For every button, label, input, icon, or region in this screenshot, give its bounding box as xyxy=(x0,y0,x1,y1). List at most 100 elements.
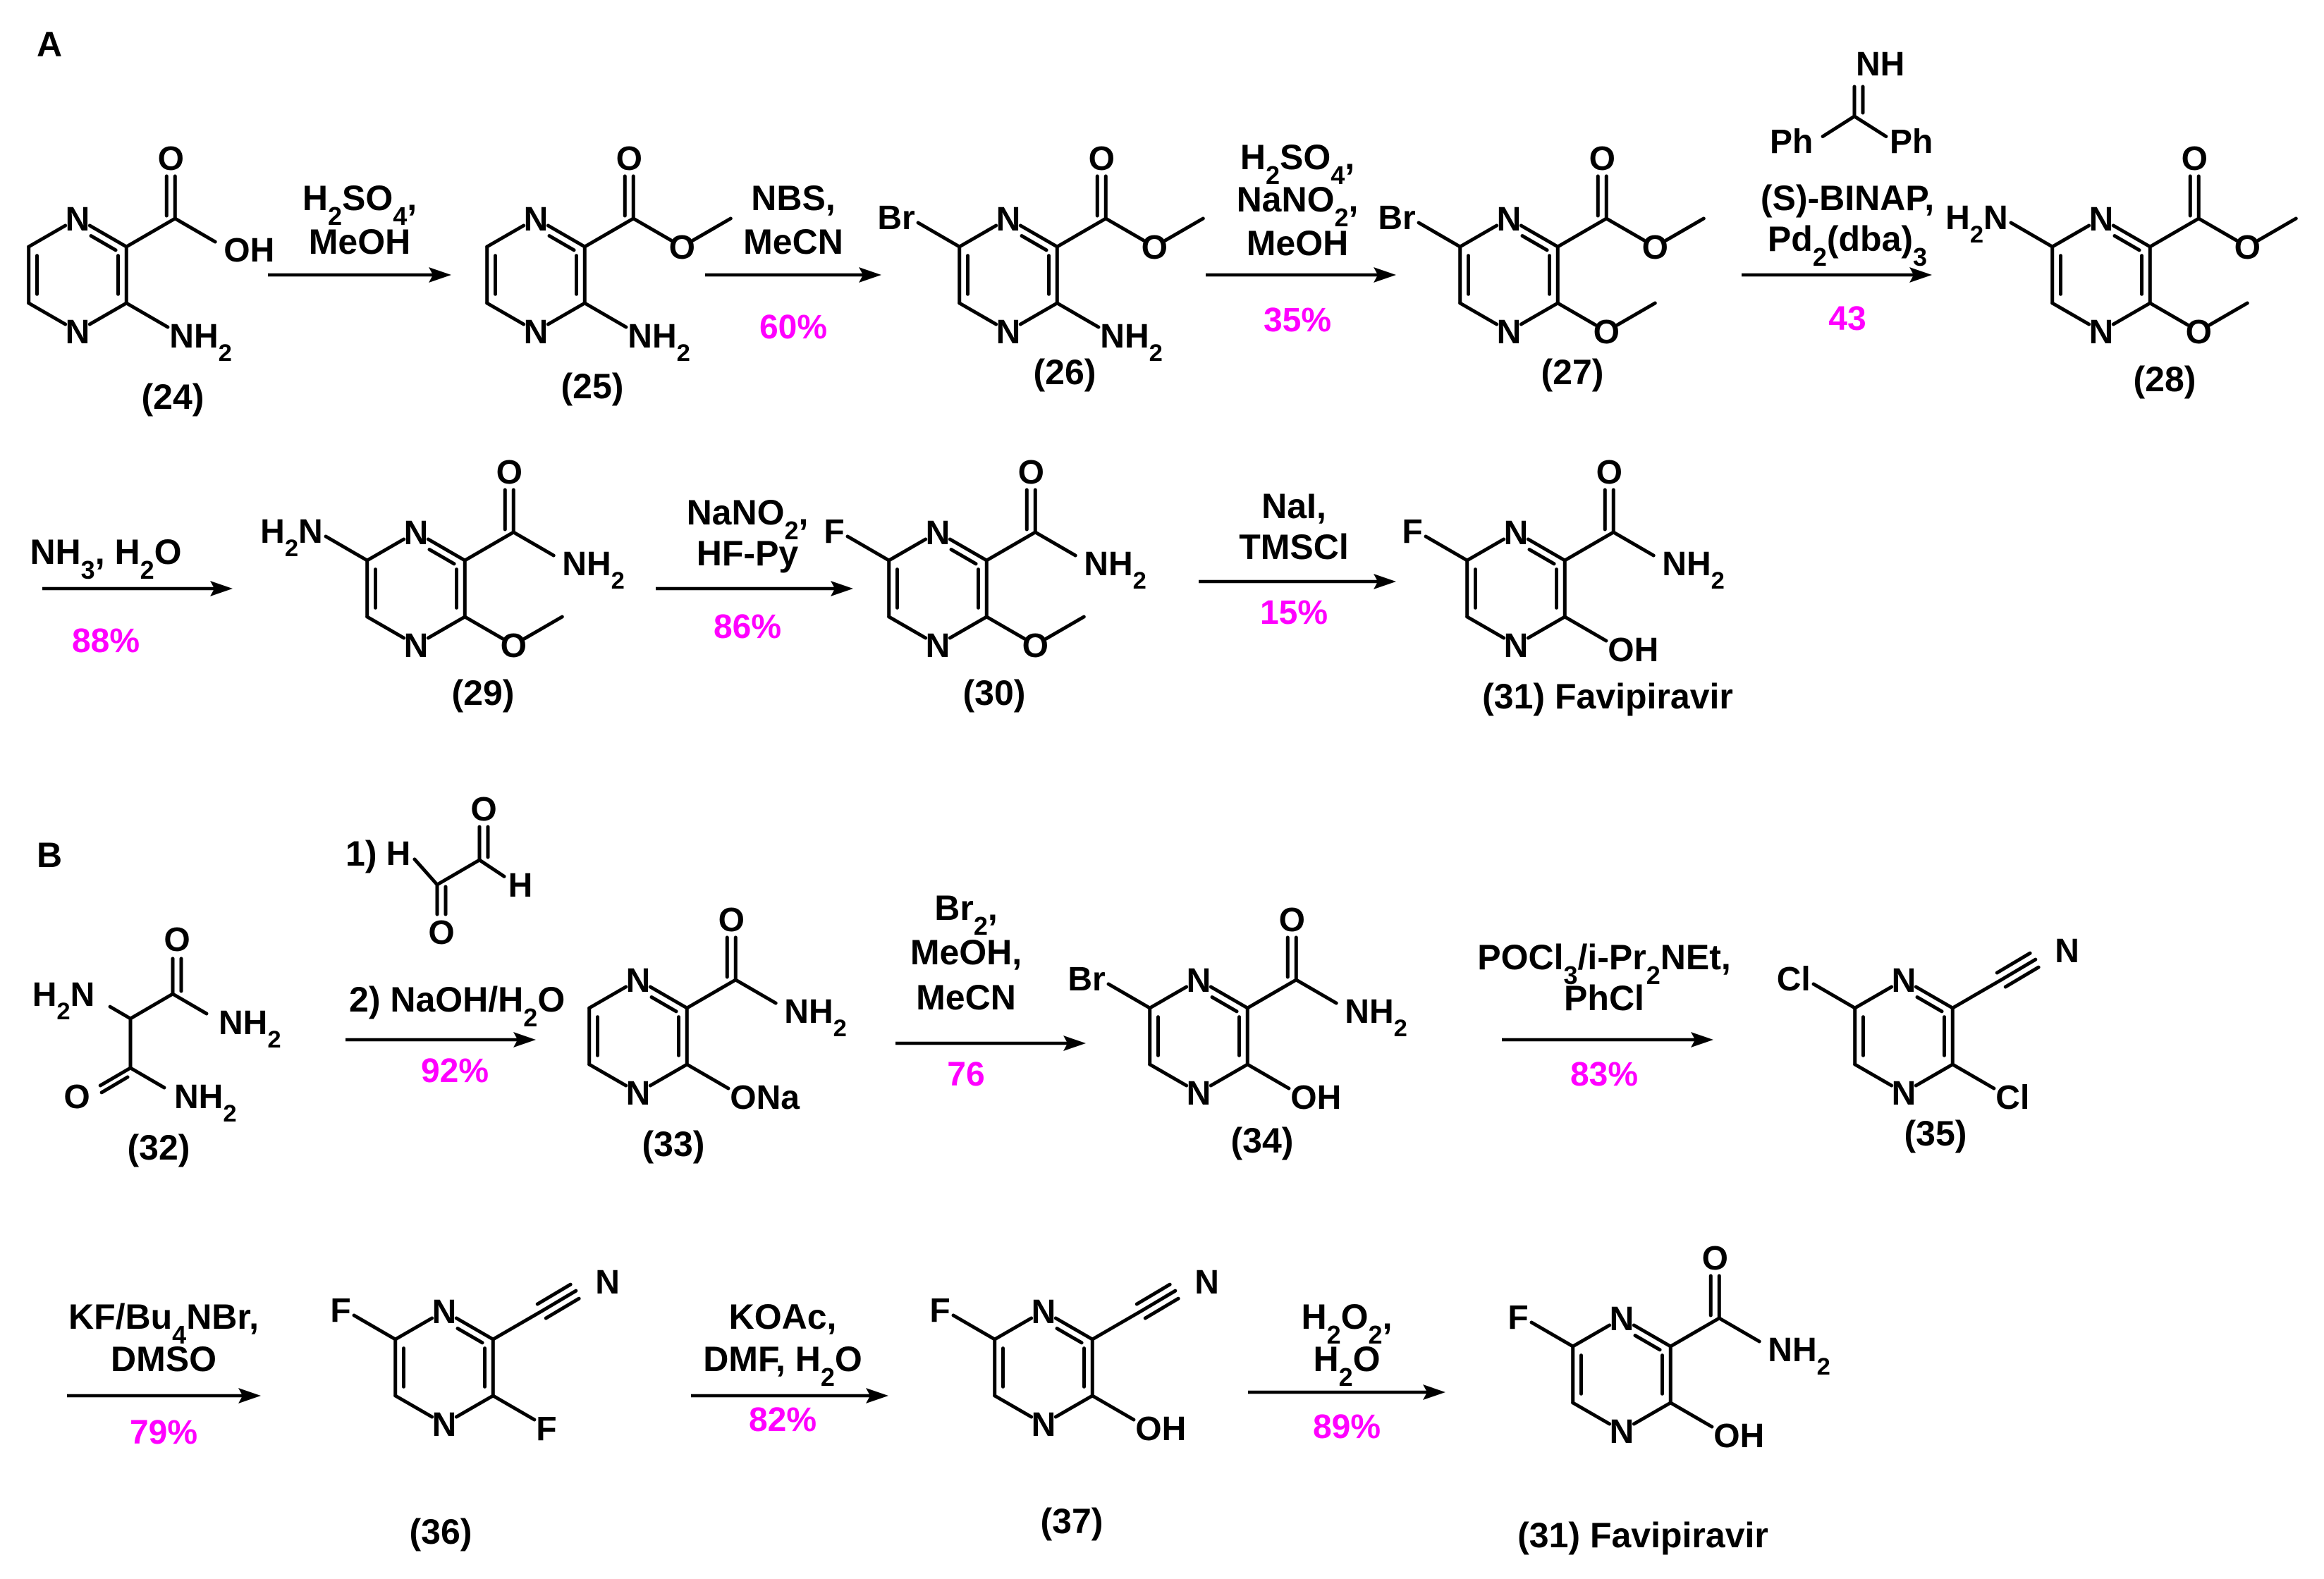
atom-n: N xyxy=(404,515,429,552)
bond-c6-sub xyxy=(1424,534,1469,563)
atom-nh2: NH2 xyxy=(628,318,690,367)
reagent-a5-line1: NH3, H2O xyxy=(30,532,181,584)
arrow-b2-head xyxy=(1063,1036,1086,1051)
atom-n: N xyxy=(926,515,950,552)
ring-double-bond xyxy=(1055,1327,1084,1345)
ring-bond xyxy=(1053,1316,1094,1341)
ring-bond xyxy=(454,1394,495,1419)
atom-n: N xyxy=(2089,201,2114,238)
ring-bond xyxy=(1571,1323,1612,1348)
atom-o-carbonyl: O xyxy=(1596,454,1622,491)
bond-c6-sub xyxy=(2009,221,2055,249)
bond-c2-sub xyxy=(2148,216,2201,249)
arrow-a2-head xyxy=(859,267,881,283)
bond-c3-sub xyxy=(1245,1062,1291,1090)
ring-double-bond xyxy=(1520,234,1549,252)
compound-labels: H2SO4,MeOHNBS,MeCN60%H2SO4,NaNO2,MeOH35%… xyxy=(30,137,2196,1555)
atom-o-ester: O xyxy=(1642,229,1668,266)
ring-bond xyxy=(1632,1323,1672,1348)
reagent-a4-line1: (S)-BINAP, xyxy=(1761,178,1934,218)
yield-a3: 35% xyxy=(1264,302,1331,339)
compound-label-c30: (30) xyxy=(963,673,1026,713)
compound-label-c25: (25) xyxy=(561,367,624,406)
triple-bond xyxy=(1143,1296,1180,1320)
ring-bond xyxy=(393,1316,434,1341)
atom-o-carbonyl: O xyxy=(2182,140,2208,178)
reagent-a7-line1: NaI, xyxy=(1261,486,1326,526)
triple-bond xyxy=(2003,965,2041,989)
atom-o-carbonyl: O xyxy=(158,140,184,178)
compound-label-c37: (37) xyxy=(1041,1501,1103,1541)
atom-h2n: H2N xyxy=(32,976,95,1025)
ring-double-bond xyxy=(89,234,118,252)
bond-c2-sub xyxy=(582,216,635,249)
reagent-b5-line2: DMF, H2O xyxy=(703,1339,862,1391)
atom-o-carbonyl: O xyxy=(718,902,745,939)
bond-c6-sub xyxy=(324,534,369,563)
ring-bond xyxy=(1465,615,1506,640)
atom-n: N xyxy=(66,314,90,351)
reagent-b3-line1: POCl3/i-Pr2NEt, xyxy=(1477,938,1731,990)
yield-b6: 89% xyxy=(1313,1408,1381,1446)
ring-bond xyxy=(485,223,526,249)
atom-o-methoxy: O xyxy=(2186,314,2212,351)
atom-nh: NH xyxy=(1856,46,1904,83)
bond-c2-sub xyxy=(1555,216,1608,249)
triple-bond xyxy=(544,1296,581,1320)
bond-c3-sub xyxy=(491,1394,537,1422)
bond-methyl xyxy=(2256,216,2298,242)
atom-h: H xyxy=(386,835,411,873)
bond-c2-sub xyxy=(491,1309,544,1341)
arrow-b3-head xyxy=(1691,1032,1713,1047)
atom-nh2: NH2 xyxy=(562,546,625,594)
bond-c3-sub xyxy=(1668,1401,1714,1429)
ring-bond xyxy=(1632,1401,1672,1426)
yield-a4: 43 xyxy=(1828,300,1866,338)
compound-label-c36: (36) xyxy=(410,1512,472,1552)
ring-bond xyxy=(1519,301,1560,326)
atom-n-nitrile: N xyxy=(1194,1264,1219,1301)
bond-methyl xyxy=(1163,216,1205,242)
atom-o-ester: O xyxy=(669,229,695,266)
bond xyxy=(1852,114,1888,139)
atom-h: H xyxy=(508,867,533,904)
ring-double-bond xyxy=(1020,234,1048,252)
atom-n: N xyxy=(524,314,549,351)
atom-o: O xyxy=(164,921,190,959)
yield-a2: 60% xyxy=(759,309,827,346)
bond-c3-sub xyxy=(1562,615,1608,643)
atom-f: F xyxy=(536,1411,556,1448)
ring-bond xyxy=(2050,301,2091,326)
reagent-a1-line2: MeOH xyxy=(309,222,410,262)
yield-b2: 76 xyxy=(947,1056,984,1093)
atom-o-carbonyl: O xyxy=(1018,454,1044,491)
atom-o-ester: O xyxy=(2234,229,2261,266)
ring-bond xyxy=(2111,223,2152,249)
reagent-a1-line1: H2SO4, xyxy=(302,178,417,231)
ring-double-bond xyxy=(1915,995,1944,1014)
reagent-b1-line1: 1) xyxy=(345,834,377,873)
atom-o-ester: O xyxy=(1142,229,1168,266)
ring-bond xyxy=(1914,985,1955,1010)
atom-n: N xyxy=(626,962,651,1000)
arrow-a3-head xyxy=(1374,267,1396,283)
ring-bond xyxy=(1853,1062,1894,1088)
ring-bond xyxy=(587,985,628,1010)
ring-bond xyxy=(546,301,587,326)
ring-bond xyxy=(485,301,526,326)
bond xyxy=(128,992,175,1021)
bond-c3-sub xyxy=(685,1062,730,1090)
reagent-b5-line1: KOAc, xyxy=(729,1297,837,1337)
reagent-a3-line1: H2SO4, xyxy=(1240,137,1354,190)
bond-methyl xyxy=(1044,615,1086,641)
atom-o-methoxy: O xyxy=(501,627,527,665)
bond-c2-sub xyxy=(984,530,1037,563)
bond xyxy=(477,858,506,878)
ring-bond xyxy=(1526,615,1567,640)
ring-bond xyxy=(1458,223,1499,249)
atom-o-carbonyl: O xyxy=(496,454,522,491)
atom-h2n: H2N xyxy=(1945,199,2008,248)
ring-bond xyxy=(887,615,928,640)
reagent-b4-line1: KF/Bu4NBr, xyxy=(68,1297,259,1349)
bond-o xyxy=(1604,216,1646,242)
